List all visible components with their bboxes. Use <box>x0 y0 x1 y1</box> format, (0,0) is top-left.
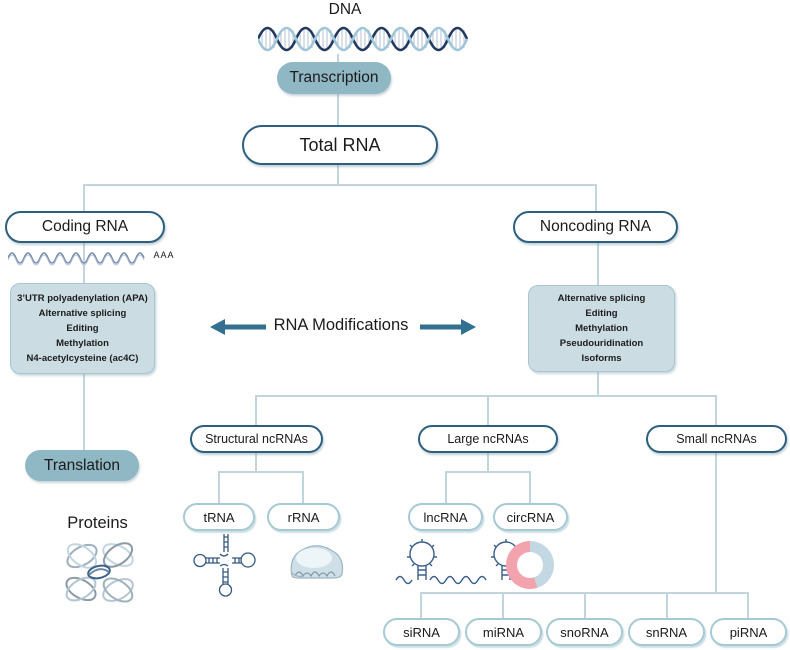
trna-label: tRNA <box>203 509 235 525</box>
structural-ncrnas-node: Structural ncRNAs <box>190 425 323 453</box>
connector <box>487 395 489 425</box>
modification-item: Editing <box>66 323 99 334</box>
connector <box>595 184 597 212</box>
trna-node: tRNA <box>183 503 255 531</box>
snrna-label: snRNA <box>645 624 688 640</box>
connector <box>715 453 717 593</box>
proteins-label: Proteins <box>67 514 128 532</box>
connector <box>83 184 597 186</box>
right-arrow-icon <box>420 319 476 335</box>
mrna-polya-tail-label: AAA <box>153 250 175 260</box>
snorna-label: snoRNA <box>560 624 609 640</box>
connector <box>529 471 531 503</box>
large-ncrnas-node: Large ncRNAs <box>418 425 558 453</box>
left-arrow-icon <box>210 319 266 335</box>
modification-item: Pseudouridination <box>559 338 644 349</box>
protein-structure-icon <box>65 542 134 603</box>
small-ncrnas-label: Small ncRNAs <box>676 432 757 446</box>
modification-item: Editing <box>585 308 618 319</box>
connector <box>584 592 586 618</box>
modification-item: N4-acetylcysteine (ac4C) <box>26 353 139 364</box>
connector <box>337 54 339 64</box>
snrna-node: snRNA <box>628 618 705 646</box>
noncoding-modifications-box: Alternative splicing Editing Methylation… <box>528 285 675 372</box>
sirna-label: siRNA <box>403 624 440 640</box>
connector <box>337 165 339 185</box>
connector <box>597 243 599 285</box>
mirna-node: miRNA <box>465 618 542 646</box>
circrna-label: circRNA <box>506 509 555 525</box>
pirna-label: piRNA <box>729 624 768 640</box>
coding-modifications-box: 3’UTR polyadenylation (APA) Alternative … <box>10 283 155 374</box>
coding-rna-node: Coding RNA <box>5 211 165 243</box>
connector <box>302 471 304 503</box>
rrna-node: rRNA <box>267 503 340 531</box>
transcription-label: Transcription <box>289 69 379 86</box>
connector <box>487 453 489 473</box>
connector <box>337 94 339 125</box>
mrna-icon <box>8 252 145 266</box>
rrna-label: rRNA <box>287 509 320 525</box>
lncrna-node: lncRNA <box>408 503 483 531</box>
circrna-ring-icon <box>506 541 554 589</box>
rna-modifications-label: RNA Modifications <box>273 316 409 334</box>
circrna-node: circRNA <box>493 503 568 531</box>
rrna-ribosome-icon <box>290 545 344 579</box>
snorna-node: snoRNA <box>546 618 623 646</box>
connector <box>218 471 220 503</box>
connector <box>218 471 304 473</box>
dna-helix-icon <box>258 26 469 52</box>
small-ncrnas-node: Small ncRNAs <box>646 425 787 453</box>
connector <box>445 471 447 503</box>
translation-step: Translation <box>25 450 139 481</box>
pirna-node: piRNA <box>710 618 787 646</box>
transcription-step: Transcription <box>277 62 391 94</box>
connector <box>255 395 717 397</box>
connector <box>502 592 504 618</box>
total-rna-label: Total RNA <box>299 134 381 155</box>
coding-rna-label: Coding RNA <box>41 218 129 235</box>
large-ncrnas-label: Large ncRNAs <box>447 432 529 446</box>
circrna-ring-hole <box>517 552 543 578</box>
structural-ncrnas-label: Structural ncRNAs <box>205 432 308 446</box>
modification-item: 3’UTR polyadenylation (APA) <box>17 293 148 304</box>
connector <box>255 395 257 425</box>
connector <box>597 370 599 397</box>
trna-cloverleaf-icon <box>193 534 256 597</box>
connector <box>83 372 85 450</box>
modification-item: Isoforms <box>581 353 622 364</box>
connector <box>747 592 749 618</box>
mirna-label: miRNA <box>482 624 525 640</box>
noncoding-rna-label: Noncoding RNA <box>539 218 652 235</box>
modification-item: Alternative splicing <box>557 293 646 304</box>
sirna-node: siRNA <box>383 618 460 646</box>
dna-label: DNA <box>328 1 362 18</box>
connector <box>83 184 85 212</box>
connector <box>420 592 422 618</box>
noncoding-rna-node: Noncoding RNA <box>513 211 678 243</box>
total-rna-node: Total RNA <box>242 125 438 165</box>
connector <box>445 471 531 473</box>
modification-item: Alternative splicing <box>38 308 127 319</box>
connector <box>715 395 717 425</box>
modification-item: Methylation <box>575 323 628 334</box>
lncrna-label: lncRNA <box>423 509 468 525</box>
connector <box>255 453 257 473</box>
translation-label: Translation <box>43 456 121 474</box>
connector <box>666 592 668 618</box>
modification-item: Methylation <box>56 338 109 349</box>
